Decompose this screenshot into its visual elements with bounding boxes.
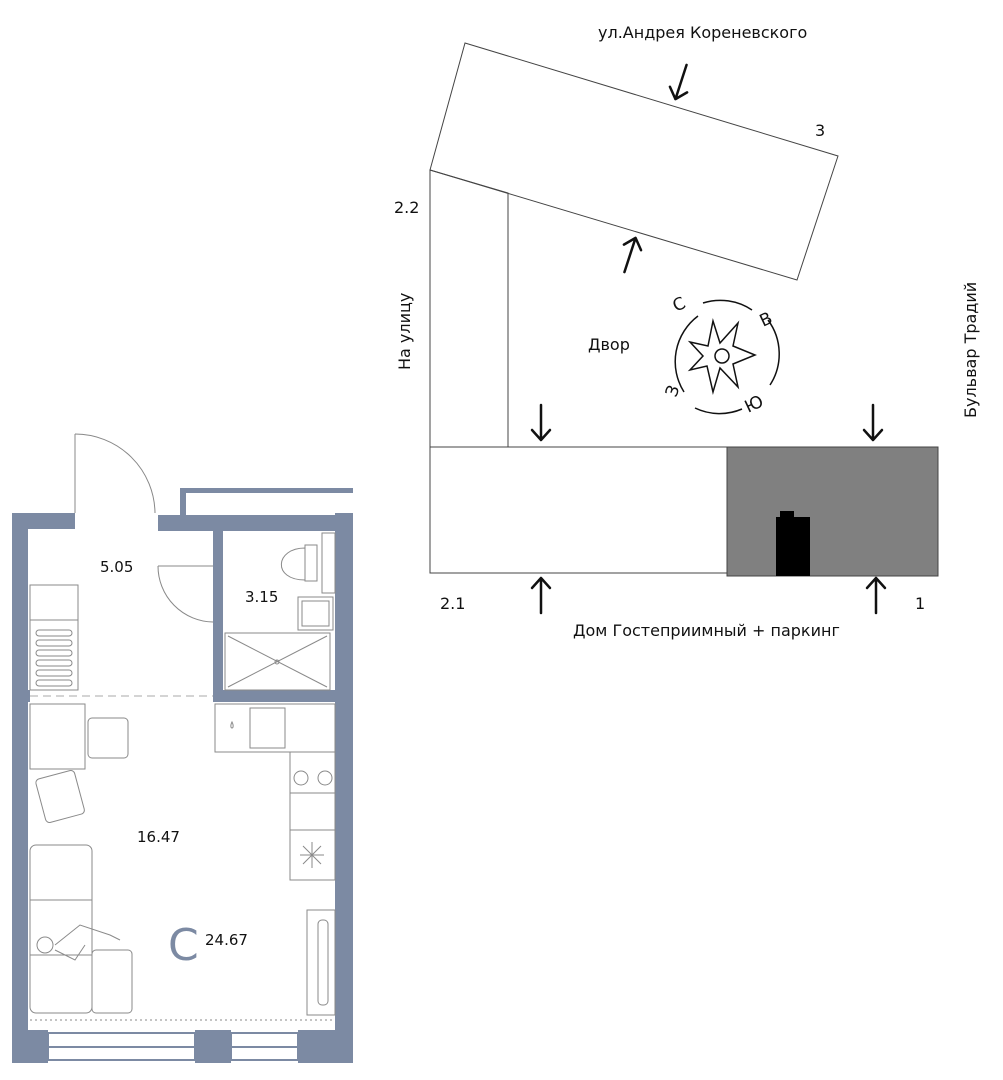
hangers xyxy=(35,629,73,687)
washbasin xyxy=(297,596,334,631)
compass-arc-s xyxy=(694,407,743,415)
bathroom-wall-shelf xyxy=(321,532,336,594)
water-drop-icon xyxy=(230,720,234,729)
street-bottom: Дом Гостеприимный + паркинг xyxy=(573,621,840,640)
section-label-2-1: 2.1 xyxy=(440,594,465,613)
desk-chair xyxy=(87,717,129,759)
arrow-left-down xyxy=(530,403,552,442)
apartment-type-letter: С xyxy=(168,920,199,971)
wardrobe xyxy=(29,584,79,691)
tv-unit xyxy=(306,909,336,1016)
building-section-22 xyxy=(429,169,509,448)
compass-arc-e xyxy=(767,319,780,386)
wall-right xyxy=(335,513,353,1063)
compass-rose xyxy=(674,299,780,415)
building-section-21 xyxy=(429,446,728,574)
wall-bottom-mid xyxy=(195,1030,231,1063)
room-area-living: 16.47 xyxy=(137,828,180,846)
balcony-rail xyxy=(180,488,353,493)
ottoman xyxy=(91,949,133,1014)
shower-tray-cross xyxy=(227,635,328,688)
bathroom-door xyxy=(157,565,214,623)
arrow-top-street xyxy=(668,63,689,101)
kitchen-sink xyxy=(249,707,286,749)
building-section-1-highlight xyxy=(726,446,939,577)
furniture xyxy=(29,532,336,1021)
wall-bathroom-left xyxy=(213,531,223,624)
arrow-courtyard-up xyxy=(622,236,643,274)
total-area: 24.67 xyxy=(205,931,248,949)
sofa xyxy=(29,844,93,1014)
desk xyxy=(29,703,86,770)
street-right: Бульвар Традий xyxy=(961,282,980,418)
bath-door-arc xyxy=(157,565,214,623)
walls xyxy=(12,488,353,1063)
wall-top-right xyxy=(158,515,335,531)
kitchen-counter-side xyxy=(289,751,336,881)
room-area-hall: 5.05 xyxy=(100,558,133,576)
site-labels: ул.Андрея Кореневского На улицу Бульвар … xyxy=(394,23,980,640)
section-label-3: 3 xyxy=(815,121,825,140)
toilet-bowl xyxy=(280,547,306,581)
hob-burner-1 xyxy=(293,770,309,786)
person-figure xyxy=(36,924,121,961)
snowflake-icon xyxy=(300,842,324,868)
room-labels: 5.05 3.15 16.47 С 24.67 xyxy=(100,558,278,971)
arrow-right-down xyxy=(862,403,884,442)
compass-arc-n xyxy=(702,299,753,311)
compass-letters: С В Ю З xyxy=(662,293,776,417)
wall-top-left xyxy=(28,513,75,529)
wall-left xyxy=(12,513,28,1063)
courtyard-label: Двор xyxy=(588,335,630,354)
room-area-bathroom: 3.15 xyxy=(245,588,278,606)
entrance-door xyxy=(74,433,156,514)
door-arc xyxy=(74,433,156,514)
kitchen-sink-counter xyxy=(214,703,336,753)
shower-drain xyxy=(274,659,280,665)
tv xyxy=(317,919,329,1006)
compass-center xyxy=(714,348,730,364)
compass-south: Ю xyxy=(742,392,767,418)
wall-bathroom-bottom xyxy=(223,690,335,702)
wall-divider-left xyxy=(12,690,30,702)
washbasin-inner xyxy=(301,600,330,627)
balcony-wall xyxy=(180,488,186,515)
toilet-tank xyxy=(304,544,318,582)
apartment-location-mark xyxy=(776,511,810,576)
compass-arc-w xyxy=(674,315,699,393)
wall-bottom-right xyxy=(298,1030,353,1063)
building-section-3 xyxy=(429,42,839,281)
wall-bottom-left xyxy=(12,1030,48,1063)
shower-tray xyxy=(224,632,331,691)
compass-star-icon xyxy=(687,318,757,395)
entrance-arrows xyxy=(530,63,887,615)
street-left: На улицу xyxy=(395,293,414,370)
section-label-2-2: 2.2 xyxy=(394,198,419,217)
windows xyxy=(47,1032,299,1061)
arrow-left-up xyxy=(530,576,552,615)
wall-bathroom-lower xyxy=(213,624,223,702)
armchair xyxy=(35,769,85,823)
section-label-1: 1 xyxy=(915,594,925,613)
floor-plan: 5.05 3.15 16.47 С 24.67 xyxy=(12,433,353,1063)
site-plan: С В Ю З xyxy=(394,23,980,640)
arrow-right-up xyxy=(865,576,887,615)
hob-burner-2 xyxy=(317,770,333,786)
street-top: ул.Андрея Кореневского xyxy=(598,23,807,42)
